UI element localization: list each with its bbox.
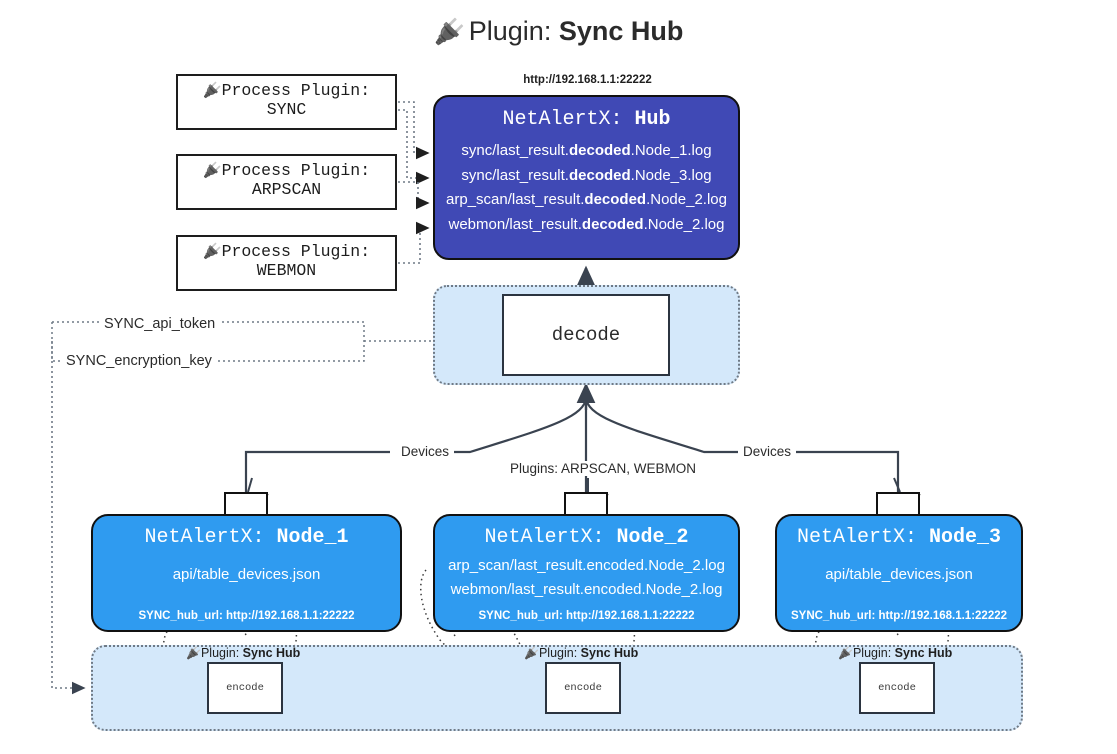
page-title: 🔌Plugin: Sync Hub [0, 16, 1117, 47]
plug-icon: 🔌 [202, 163, 222, 180]
process-plugin-arpscan-line1: 🔌Process Plugin: [202, 161, 371, 180]
plug-icon: 🔌 [202, 244, 222, 261]
process-plugin-webmon-line2: WEBMON [256, 260, 317, 280]
process-plugin-sync-line1: 🔌Process Plugin: [202, 81, 371, 100]
page-title-name: Sync Hub [558, 16, 684, 46]
sync-encryption-key-label: SYNC_encryption_key [62, 353, 216, 369]
hub-log-entry: arp_scan/last_result.decoded.Node_2.log [446, 191, 727, 208]
node-3-url-label: SYNC_hub_url: http://192.168.1.1:22222 [790, 610, 1008, 622]
edge-label-devices-left: Devices [396, 444, 455, 459]
node-2-url-label: SYNC_hub_url: http://192.168.1.1:22222 [478, 610, 695, 622]
node-line: api/table_devices.json [825, 566, 973, 583]
sync-api-token-label: SYNC_api_token [100, 316, 220, 332]
edge-label-devices-right: Devices [738, 444, 797, 459]
hub-title-name: Hub [634, 108, 671, 131]
plug-icon: 🔌 [838, 646, 853, 660]
node-line: webmon/last_result.encoded.Node_2.log [450, 581, 723, 598]
node-2-title: NetAlertX: Node_2 [484, 526, 689, 549]
hub-node-box[interactable]: NetAlertX: Hub sync/last_result.decoded.… [433, 95, 740, 260]
decode-box[interactable]: decode [502, 294, 670, 376]
process-plugin-sync-line2: SYNC [266, 99, 307, 119]
encode-plugin-label-1: 🔌Plugin: Sync Hub [186, 646, 301, 660]
plug-icon: 🔌 [433, 18, 465, 46]
node-box-node-3[interactable]: NetAlertX: Node_3 api/table_devices.json… [775, 514, 1023, 632]
encode-plugin-label-2: 🔌Plugin: Sync Hub [524, 646, 639, 660]
encode-box-1[interactable]: encode [207, 662, 283, 714]
node-3-title: NetAlertX: Node_3 [796, 526, 1002, 549]
edge-label-plugins: Plugins: ARPSCAN, WEBMON [505, 461, 702, 476]
plug-icon: 🔌 [524, 646, 539, 660]
plug-icon: 🔌 [202, 83, 222, 100]
process-plugin-arpscan-line2: ARPSCAN [251, 179, 322, 199]
plug-icon: 🔌 [186, 646, 201, 660]
process-plugin-box-webmon[interactable]: 🔌Process Plugin: WEBMON [176, 235, 397, 291]
page-title-prefix: Plugin: [468, 16, 552, 46]
node-1-url-label: SYNC_hub_url: http://192.168.1.1:22222 [138, 610, 355, 622]
node-box-node-1[interactable]: NetAlertX: Node_1 api/table_devices.json… [91, 514, 402, 632]
encode-box-3[interactable]: encode [859, 662, 935, 714]
encode-box-2[interactable]: encode [545, 662, 621, 714]
node-line: arp_scan/last_result.encoded.Node_2.log [448, 557, 725, 574]
node-1-lines: api/table_devices.json [93, 563, 400, 587]
process-plugin-box-sync[interactable]: 🔌Process Plugin: SYNC [176, 74, 397, 130]
hub-title-prefix: NetAlertX: [502, 108, 623, 131]
hub-url-label: http://192.168.1.1:22222 [523, 74, 652, 86]
hub-log-entry: sync/last_result.decoded.Node_3.log [461, 166, 712, 184]
hub-log-entry: webmon/last_result.decoded.Node_2.log [448, 215, 725, 233]
encode-plugin-label-3: 🔌Plugin: Sync Hub [838, 646, 953, 660]
node-box-node-2[interactable]: NetAlertX: Node_2 arp_scan/last_result.e… [433, 514, 740, 632]
node-line: api/table_devices.json [172, 566, 321, 583]
node-3-lines: api/table_devices.json [777, 563, 1021, 587]
hub-log-entry: sync/last_result.decoded.Node_1.log [461, 142, 712, 159]
node-2-lines: arp_scan/last_result.encoded.Node_2.log … [435, 554, 738, 602]
hub-title: NetAlertX: Hub [435, 108, 738, 131]
node-1-title: NetAlertX: Node_1 [144, 526, 349, 549]
process-plugin-box-arpscan[interactable]: 🔌Process Plugin: ARPSCAN [176, 154, 397, 210]
process-plugin-webmon-line1: 🔌Process Plugin: [202, 242, 371, 261]
hub-log-list: sync/last_result.decoded.Node_1.log sync… [435, 139, 738, 237]
